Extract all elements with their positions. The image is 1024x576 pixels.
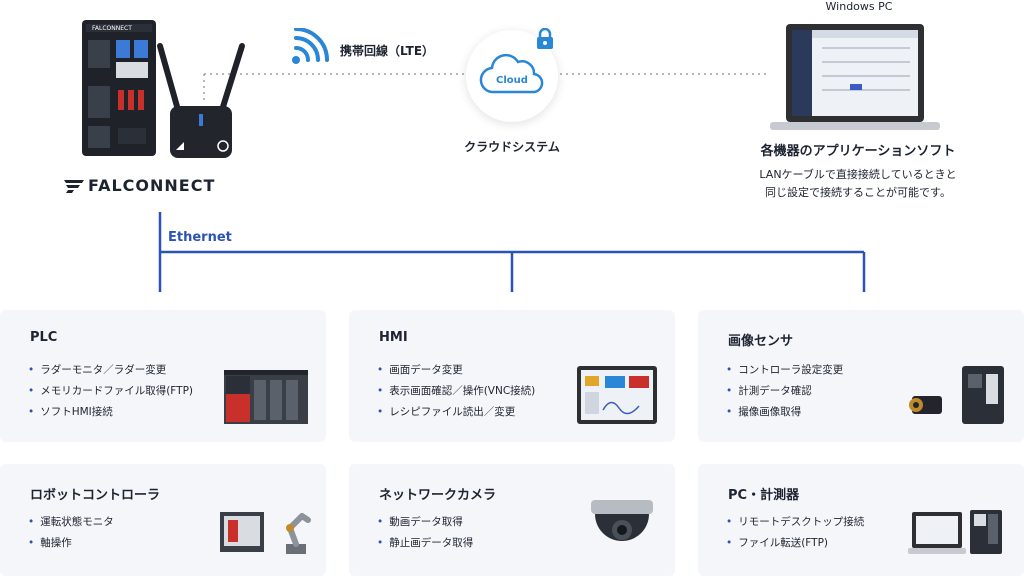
card-feature-list: •運転状態モニタ •軸操作 <box>28 512 114 554</box>
list-item: •コントローラ設定変更 <box>726 364 844 376</box>
falconnect-logo-icon <box>64 179 84 193</box>
app-software-label: 各機器のアプリケーションソフト <box>760 144 956 159</box>
list-item: •運転状態モニタ <box>28 516 114 528</box>
network-camera-image <box>591 500 653 541</box>
gateway-device-image: FALCONNECT <box>82 20 245 158</box>
list-item: •メモリカードファイル取得(FTP) <box>28 385 193 397</box>
plc-image <box>224 370 308 424</box>
image-sensor-image <box>909 366 1004 424</box>
card-title: ネットワークカメラ <box>379 488 497 503</box>
list-item: •静止画データ取得 <box>377 537 474 549</box>
app-software-description: LANケーブルで直接接続しているときと 同じ設定で接続することが可能です。 <box>730 166 986 202</box>
card-feature-list: •コントローラ設定変更 •計測データ確認 •撮像画像取得 <box>726 360 843 423</box>
lock-icon <box>537 28 553 49</box>
list-item: •ラダーモニタ／ラダー変更 <box>28 364 167 376</box>
wireless-icon <box>292 28 329 64</box>
list-item: •撮像画像取得 <box>726 406 802 418</box>
lte-label: 携帯回線（LTE） <box>340 44 435 58</box>
laptop-image <box>770 24 940 130</box>
card-robot-controller: ロボットコントローラ •運転状態モニタ •軸操作 <box>0 464 326 576</box>
brand-logo: FALCONNECT <box>62 176 215 195</box>
cloud-icon <box>479 53 544 94</box>
card-feature-list: •動画データ取得 •静止画データ取得 <box>377 512 473 554</box>
list-item: •計測データ確認 <box>726 385 812 397</box>
pc-instrument-image <box>908 510 1002 554</box>
card-title: PC・計測器 <box>728 488 800 503</box>
list-item: •画面データ変更 <box>377 364 463 376</box>
card-plc: PLC •ラダーモニタ／ラダー変更 •メモリカードファイル取得(FTP) •ソフ… <box>0 310 326 442</box>
card-network-camera: ネットワークカメラ •動画データ取得 •静止画データ取得 <box>349 464 675 576</box>
card-image-sensor: 画像センサ •コントローラ設定変更 •計測データ確認 •撮像画像取得 <box>698 310 1024 442</box>
app-desc-line-2: 同じ設定で接続することが可能です。 <box>765 186 951 199</box>
brand-name: FALCONNECT <box>88 176 216 195</box>
list-item: •表示画面確認／操作(VNC接続) <box>377 385 536 397</box>
list-item: •軸操作 <box>28 537 72 549</box>
card-title: PLC <box>30 330 58 345</box>
hmi-image <box>577 366 657 424</box>
card-title: ロボットコントローラ <box>30 488 161 503</box>
list-item: •ファイル転送(FTP) <box>726 537 828 549</box>
device-label-text: FALCONNECT <box>92 25 132 32</box>
card-hmi: HMI •画面データ変更 •表示画面確認／操作(VNC接続) •レシピファイル読… <box>349 310 675 442</box>
cloud-system-label: クラウドシステム <box>464 140 560 154</box>
robot-controller-image <box>220 512 311 554</box>
card-feature-list: •リモートデスクトップ接続 •ファイル転送(FTP) <box>726 512 864 554</box>
cloud-inner-text: Cloud <box>496 75 528 86</box>
card-title: 画像センサ <box>728 334 794 349</box>
list-item: •ソフトHMI接続 <box>28 406 113 418</box>
card-feature-list: •ラダーモニタ／ラダー変更 •メモリカードファイル取得(FTP) •ソフトHMI… <box>28 360 193 423</box>
card-title: HMI <box>379 330 408 345</box>
app-desc-line-1: LANケーブルで直接接続しているときと <box>759 168 957 181</box>
list-item: •動画データ取得 <box>377 516 463 528</box>
list-item: •レシピファイル読出／変更 <box>377 406 516 418</box>
card-feature-list: •画面データ変更 •表示画面確認／操作(VNC接続) •レシピファイル読出／変更 <box>377 360 535 423</box>
card-pc-instrument: PC・計測器 •リモートデスクトップ接続 •ファイル転送(FTP) <box>698 464 1024 576</box>
ethernet-label: Ethernet <box>168 230 232 245</box>
list-item: •リモートデスクトップ接続 <box>726 516 865 528</box>
windows-pc-label: Windows PC <box>825 0 893 13</box>
